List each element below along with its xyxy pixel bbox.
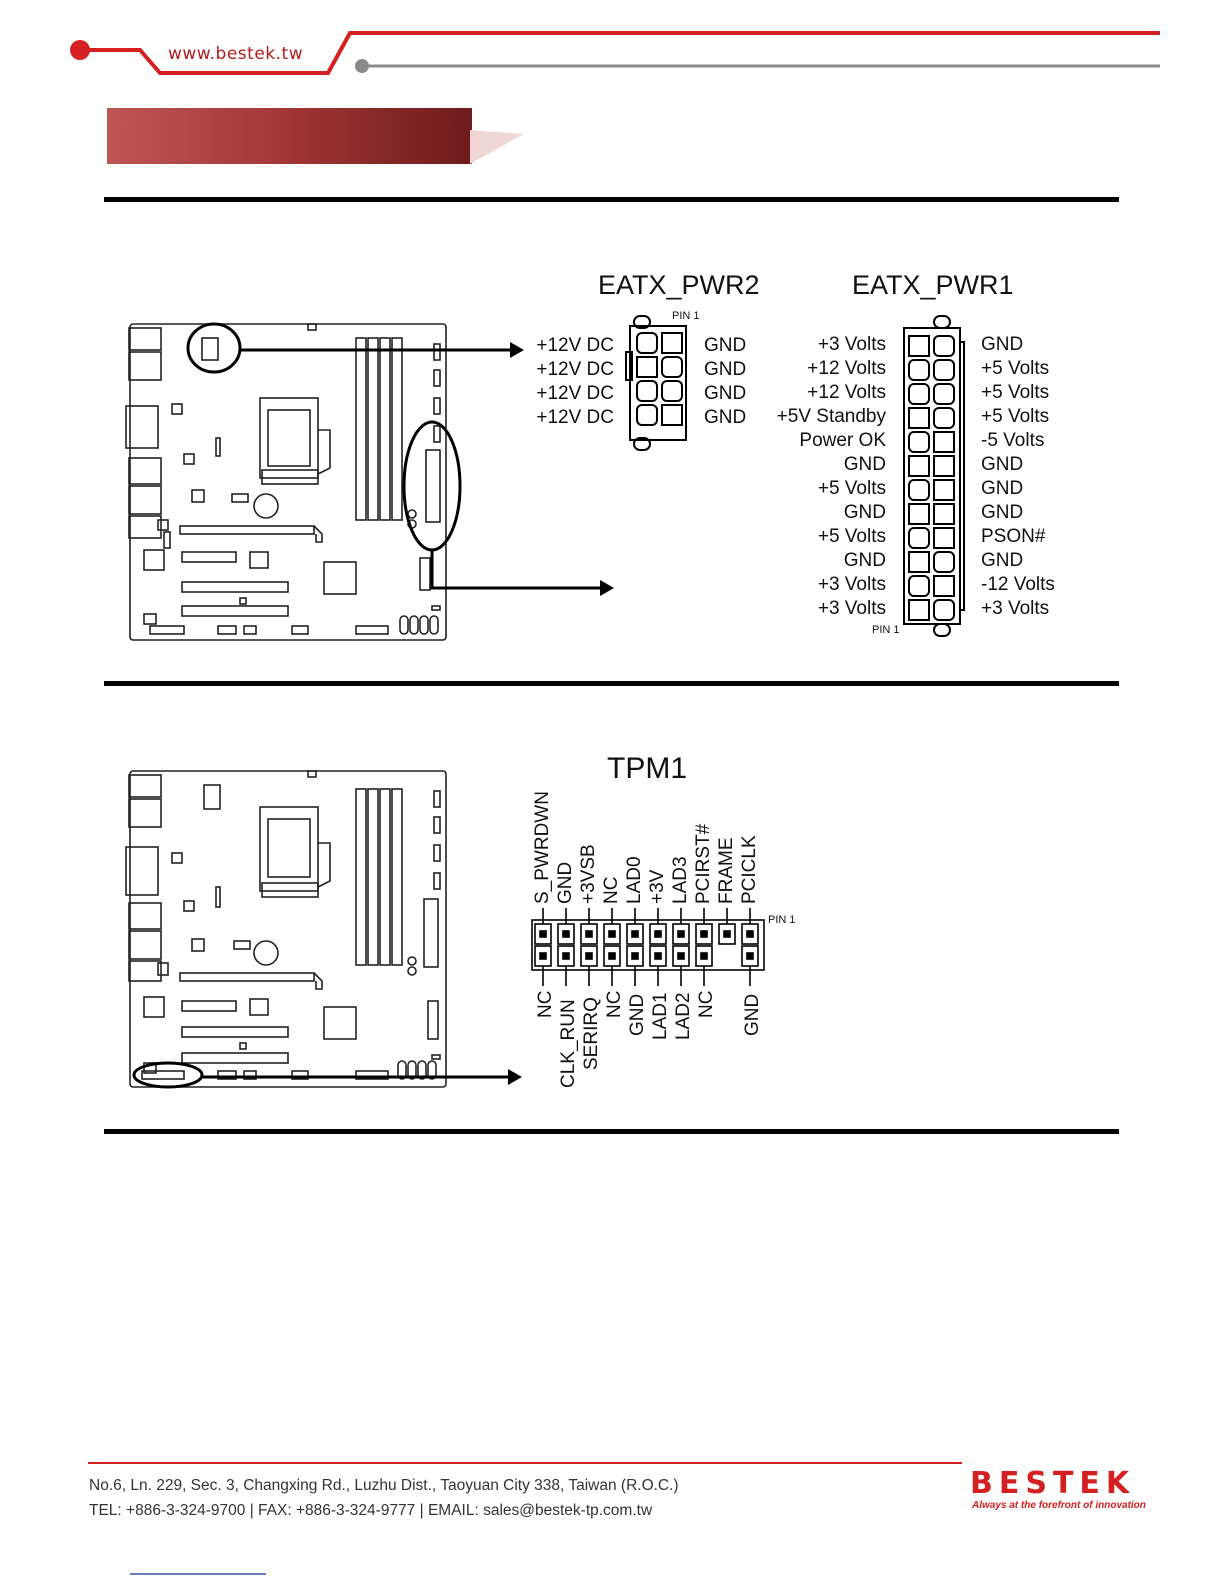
section-divider-bottom	[104, 1129, 1119, 1134]
eatx-pwr1-title: EATX_PWR1	[852, 270, 1014, 300]
bestek-logo: BESTEK	[970, 1466, 1136, 1501]
tpm-pin-bottom-dot-8	[700, 952, 708, 960]
eatx-pwr1-right-pin-8: GND	[981, 502, 1024, 523]
eatx-pwr1-right-pin-6: GND	[981, 454, 1024, 475]
tpm-pin-top-dot-3	[585, 930, 593, 938]
eatx-pwr1-right-pin-4: +5 Volts	[981, 406, 1050, 427]
tpm-bottom-pin-4: NC	[604, 990, 625, 1018]
tpm-top-pin-3: +3VSB	[578, 844, 599, 904]
eatx-pwr2-pin1-label: PIN 1	[672, 310, 700, 322]
footer-rule	[88, 1462, 962, 1464]
eatx-pwr1-left-pin-3: +12 Volts	[807, 382, 886, 403]
eatx-pwr2-connector	[625, 315, 687, 451]
tpm-bottom-pin-2: CLK_RUN	[558, 999, 579, 1088]
eatx-pwr1-left-pin-12: +3 Volts	[817, 598, 886, 619]
eatx-pwr2-right-pin-4: GND	[704, 407, 747, 428]
tpm-pin-bottom-dot-2	[562, 952, 570, 960]
eatx-pwr1-pin1-label: PIN 1	[872, 624, 900, 636]
eatx-pwr1-right-pin-5: -5 Volts	[981, 430, 1045, 451]
tpm-pin-bottom-dot-10	[746, 952, 754, 960]
section-banner	[107, 108, 472, 164]
eatx-pwr2-left-pin-2: +12V DC	[536, 359, 614, 380]
header-decoration	[70, 31, 1160, 75]
section-divider-middle	[104, 681, 1119, 686]
eatx-pwr1-right-pin-1: GND	[981, 334, 1024, 355]
tpm-top-pin-10: PCICLK	[739, 835, 760, 904]
eatx-pwr1-left-pin-8: GND	[843, 502, 886, 523]
eatx-pwr2-right-pin-1: GND	[704, 335, 747, 356]
tpm-top-pin-1: S_PWRDWN	[532, 791, 553, 904]
tpm-top-pin-7: LAD3	[670, 856, 691, 904]
tpm-pin-bottom-dot-7	[677, 952, 685, 960]
tpm-bottom-pin-8: NC	[696, 990, 717, 1018]
eatx-pwr2-left-pin-4: +12V DC	[536, 407, 614, 428]
eatx-pwr1-left-pin-9: +5 Volts	[817, 526, 886, 547]
tpm-top-pin-4: NC	[601, 876, 622, 904]
eatx-pwr1-right-pin-2: +5 Volts	[981, 358, 1050, 379]
eatx-pwr1-right-pin-3: +5 Volts	[981, 382, 1050, 403]
tpm-bottom-pin-6: LAD1	[650, 992, 671, 1040]
tpm-bottom-pin-1: NC	[535, 990, 556, 1018]
tpm-pin-bottom-dot-6	[654, 952, 662, 960]
eatx-pwr2-right-pin-2: GND	[704, 359, 747, 380]
tpm-pin-top-dot-8	[700, 930, 708, 938]
footer-contact[interactable]: TEL: +886-3-324-9700 | FAX: +886-3-324-9…	[89, 1502, 653, 1519]
tpm-pin-top-dot-6	[654, 930, 662, 938]
tpm-pin-top-dot-4	[608, 930, 616, 938]
eatx-pwr1-right-pin-10: GND	[981, 550, 1024, 571]
eatx-pwr2-right-pin-3: GND	[704, 383, 747, 404]
tpm-bottom-pin-3: SERIRQ	[581, 997, 602, 1070]
tpm-pin1-label: PIN 1	[768, 914, 796, 926]
eatx-pwr1-left-pin-4: +5V Standby	[776, 406, 886, 427]
footer-underline	[130, 1573, 266, 1575]
eatx-pwr2-left-pin-3: +12V DC	[536, 383, 614, 404]
eatx-pwr1-right-pin-12: +3 Volts	[981, 598, 1050, 619]
tpm-bottom-pin-10: GND	[742, 993, 763, 1036]
eatx-pwr2-left-pin-1: +12V DC	[536, 335, 614, 356]
eatx-pwr1-left-pin-1: +3 Volts	[817, 334, 886, 355]
section-divider-top	[104, 197, 1119, 202]
footer-address: No.6, Ln. 229, Sec. 3, Changxing Rd., Lu…	[89, 1477, 679, 1494]
tpm-pin-bottom-dot-4	[608, 952, 616, 960]
eatx-pwr1-right-pin-7: GND	[981, 478, 1024, 499]
motherboard-diagram-tpm	[125, 770, 522, 1089]
bestek-tagline: Always at the forefront of innovation	[972, 1500, 1146, 1511]
tpm-pin-bottom-dot-5	[631, 952, 639, 960]
tpm-connector	[531, 908, 765, 986]
tpm-pin-top-dot-2	[562, 930, 570, 938]
eatx-pwr1-left-pin-2: +12 Volts	[807, 358, 886, 379]
tpm-top-pin-5: LAD0	[624, 856, 645, 904]
tpm-pin-top-dot-10	[746, 930, 754, 938]
eatx-pwr2-title: EATX_PWR2	[598, 270, 760, 300]
tpm-top-pin-2: GND	[555, 861, 576, 904]
eatx-pwr1-right-pin-11: -12 Volts	[981, 574, 1055, 595]
eatx-pwr1-left-pin-11: +3 Volts	[817, 574, 886, 595]
tpm-top-pin-9: FRAME	[716, 837, 737, 905]
tpm-pin-top-dot-1	[539, 930, 547, 938]
tpm-top-pin-6: +3V	[647, 869, 668, 904]
website-url[interactable]: www.bestek.tw	[168, 44, 304, 64]
tpm-bottom-pin-7: LAD2	[673, 992, 694, 1040]
eatx-pwr1-left-pin-7: +5 Volts	[817, 478, 886, 499]
eatx-pwr1-left-pin-10: GND	[843, 550, 886, 571]
tpm-top-pin-8: PCIRST#	[693, 823, 714, 904]
tpm-pin-top-dot-5	[631, 930, 639, 938]
tpm-pin-top-dot-7	[677, 930, 685, 938]
motherboard-diagram-eatx	[125, 322, 614, 641]
banner-tail	[470, 130, 524, 164]
tpm-pin-bottom-dot-3	[585, 952, 593, 960]
eatx-pwr1-right-pin-9: PSON#	[981, 526, 1046, 547]
tpm-pin-top-dot-9	[723, 930, 731, 938]
tpm-pin-bottom-dot-1	[539, 952, 547, 960]
eatx-pwr1-left-pin-5: Power OK	[799, 430, 886, 451]
eatx-pwr1-connector	[903, 315, 965, 637]
eatx-pwr1-left-pin-6: GND	[843, 454, 886, 475]
tpm-title: TPM1	[607, 752, 688, 785]
tpm-bottom-pin-5: GND	[627, 993, 648, 1036]
